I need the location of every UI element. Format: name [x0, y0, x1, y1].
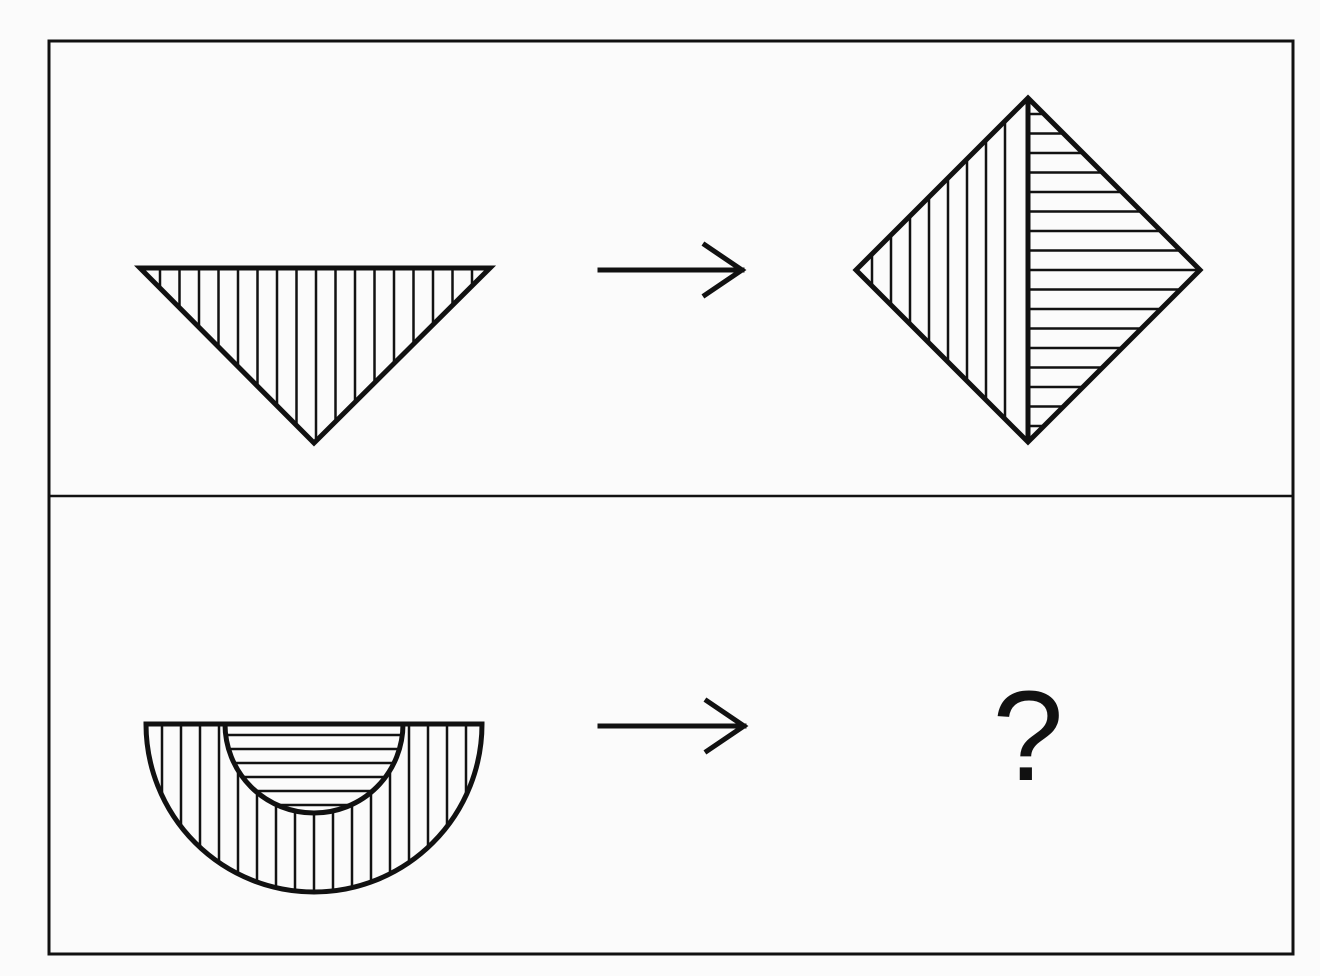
row1-arrow-icon: [597, 241, 747, 299]
row1-result-diamond: [852, 94, 1204, 446]
row2-source-semicircle: [143, 721, 485, 895]
puzzle-frame: [47, 39, 1295, 956]
row2-arrow-icon: [597, 697, 749, 755]
unknown-answer-question-mark: ?: [992, 665, 1063, 808]
vertical-hatching: [158, 268, 474, 443]
row1-source-inverted-triangle: [133, 265, 497, 447]
horizontal-hatching: [1028, 112, 1200, 428]
